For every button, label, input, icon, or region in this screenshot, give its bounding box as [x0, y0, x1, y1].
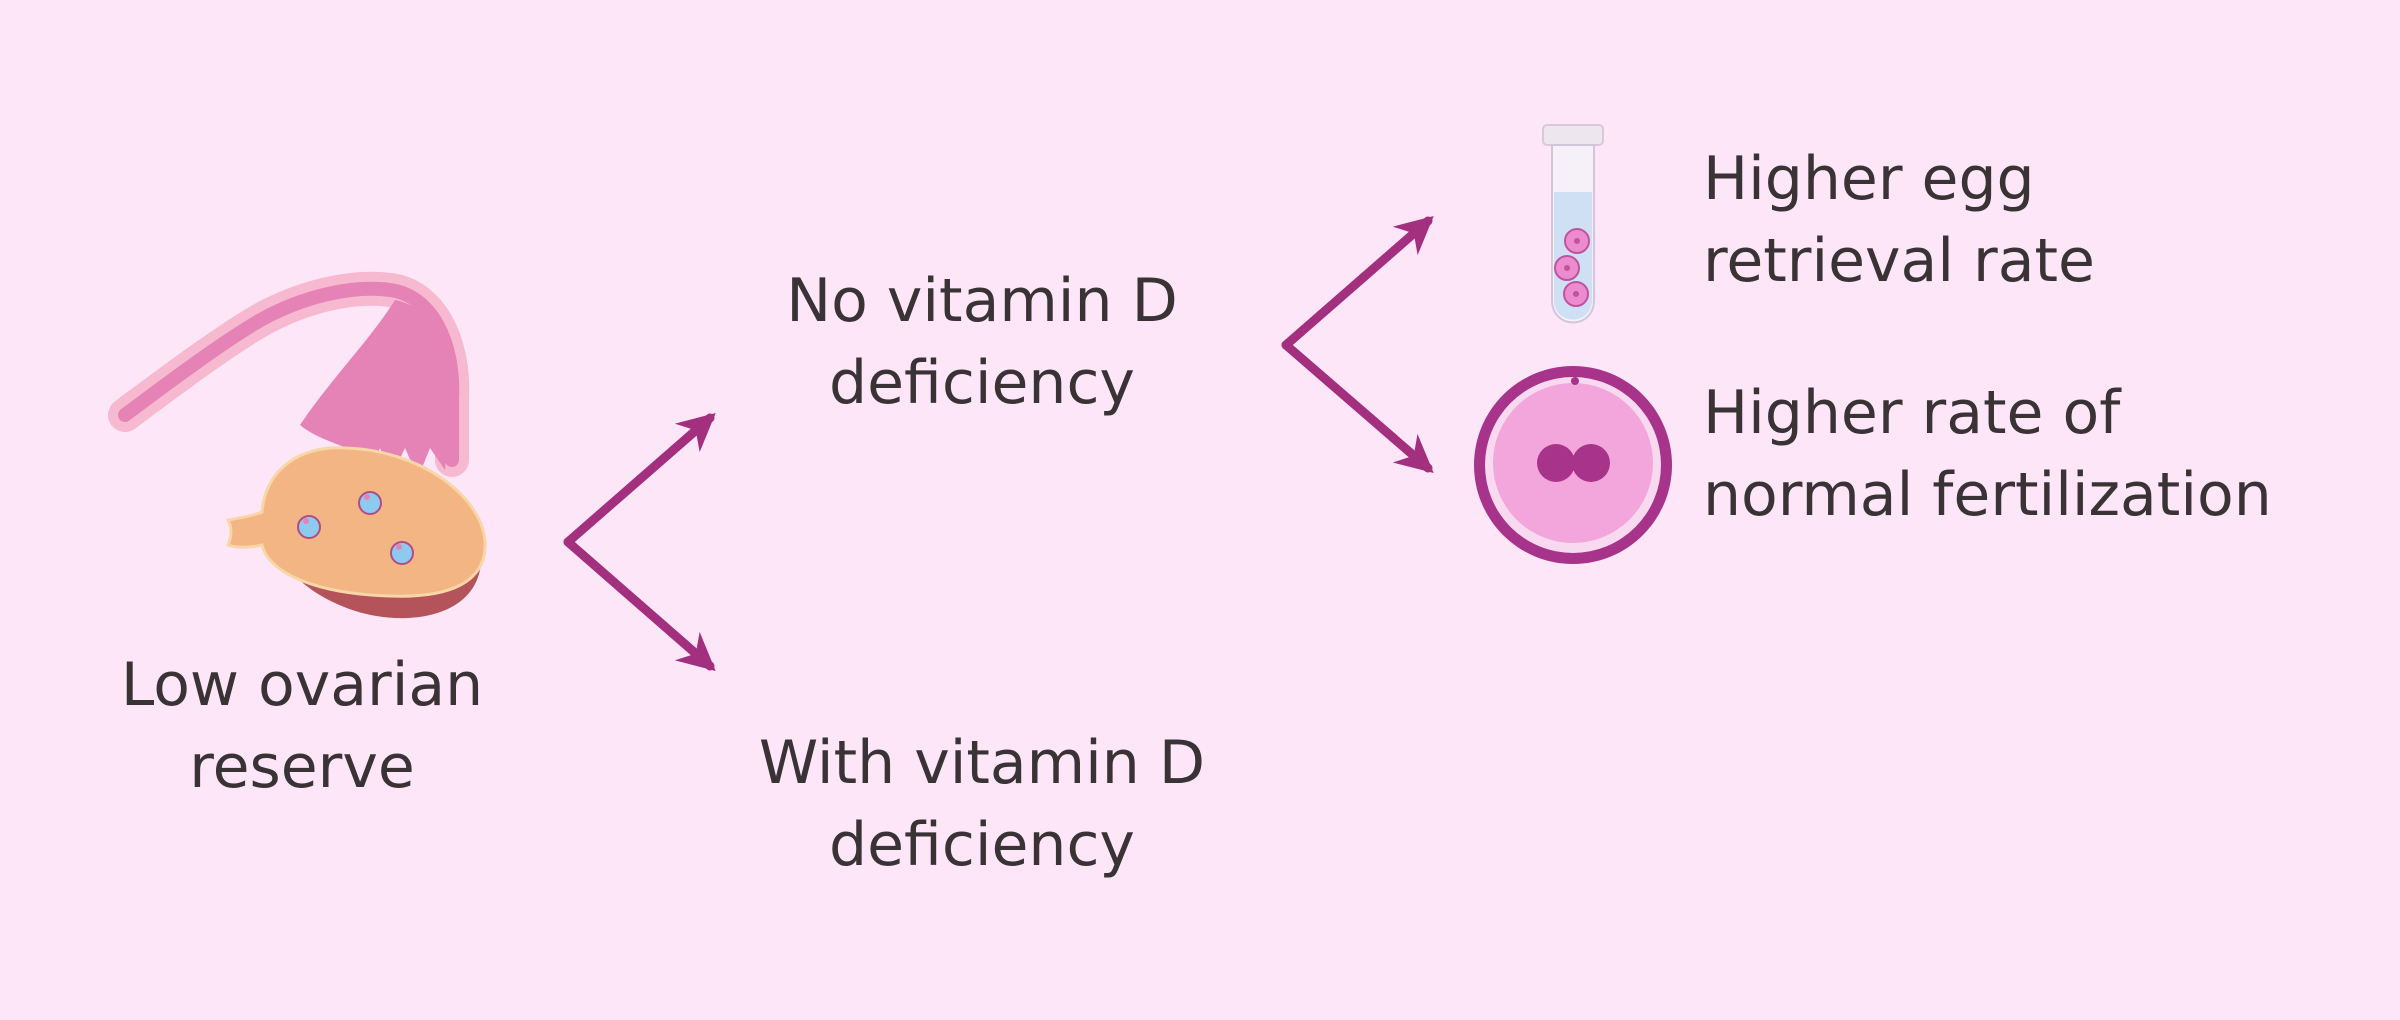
branch-bottom-line2: deficiency	[829, 810, 1135, 880]
branch-top-line2: deficiency	[829, 348, 1135, 418]
outcome-2-line2: normal fertilization	[1703, 460, 2272, 530]
ovary-icon	[108, 271, 487, 619]
source-label-line2: reserve	[189, 732, 415, 802]
branch-bottom-line1: With vitamin D	[758, 728, 1206, 798]
outcome-2-label: Higher rate of normal fertilization	[1703, 372, 2272, 536]
branch-top-label: No vitamin D deficiency	[752, 260, 1212, 424]
test-tube-icon	[1542, 124, 1604, 324]
branch-arrows-1	[563, 413, 716, 671]
outcome-1-line1: Higher egg	[1703, 144, 2035, 214]
source-label-line1: Low ovarian	[120, 650, 484, 720]
branch-arrows-2	[1281, 216, 1434, 473]
branch-bottom-label: With vitamin D deficiency	[732, 722, 1232, 886]
outcome-1-label: Higher egg retrieval rate	[1703, 138, 2095, 302]
outcome-2-line1: Higher rate of	[1703, 378, 2121, 448]
outcome-1-line2: retrieval rate	[1703, 226, 2095, 296]
source-label: Low ovarian reserve	[92, 644, 512, 808]
fertilized-egg-icon	[1474, 366, 1672, 564]
branch-top-line1: No vitamin D	[786, 266, 1178, 336]
